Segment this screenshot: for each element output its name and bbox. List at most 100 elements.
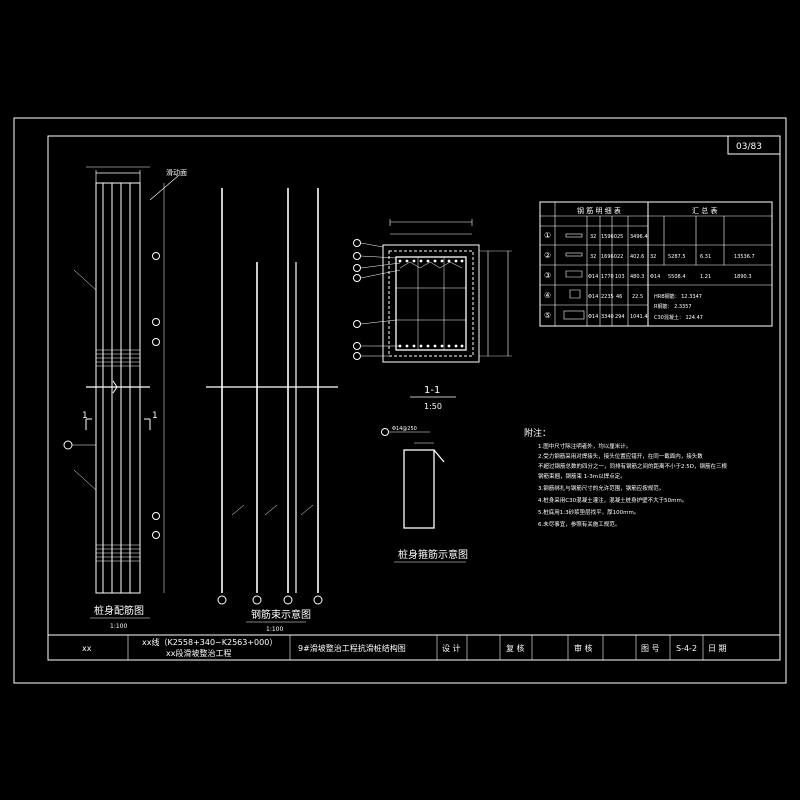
row-5-d: Φ14 bbox=[588, 314, 598, 320]
row-5-id: ⑤ bbox=[544, 311, 551, 320]
figure-label: 图 号 bbox=[641, 644, 660, 653]
section-callout-6 bbox=[353, 342, 361, 350]
note-3: 不超过钢筋总数的四分之一，同排有钢筋之间的距离不小于2.5D，钢筋在三根 bbox=[538, 462, 727, 470]
bar-callout-4 bbox=[152, 338, 160, 346]
date-label: 日 期 bbox=[708, 644, 727, 653]
stirrup-title: 桩身箍筋示意图 bbox=[398, 548, 468, 561]
note-5: 3.钢筋绑扎与钢筋尺寸的允许范围，钢筋应按规范。 bbox=[538, 484, 664, 492]
notes: 附注： 1.图中尺寸除注明者外，均以厘米计。 2.受力钢筋采用对焊接头，接头位置… bbox=[524, 427, 727, 528]
row-4-id: ④ bbox=[544, 291, 551, 300]
bars-title: 钢筋束示意图 bbox=[251, 608, 311, 621]
summary-table-title: 汇 总 表 bbox=[692, 206, 717, 215]
note-2: 2.受力钢筋采用对焊接头，接头位置应错开，在同一截面内，接头数 bbox=[538, 452, 703, 460]
section-1-1-view: 1-1 1:50 bbox=[353, 219, 512, 411]
bar-callout-5 bbox=[152, 512, 160, 520]
checker-label: 复 核 bbox=[506, 643, 525, 653]
row-2-len: 16960 bbox=[601, 254, 617, 260]
company-name: xx bbox=[82, 644, 92, 653]
rebar-table-title: 钢 筋 明 细 表 bbox=[577, 206, 621, 215]
row-4-d: Φ14 bbox=[588, 294, 598, 300]
bundle-callout-2 bbox=[252, 595, 262, 605]
sheet-number-box bbox=[727, 135, 781, 155]
section-callout-1 bbox=[353, 239, 361, 247]
section-title: 1-1 bbox=[424, 385, 440, 396]
project-line-2: xx段滑坡整治工程 bbox=[166, 648, 231, 658]
summary-note-3: C30混凝土： 124.47 bbox=[654, 314, 703, 321]
section-callout-4 bbox=[353, 274, 361, 282]
section-callout-3 bbox=[353, 264, 361, 272]
row-3-len: 1770 bbox=[601, 274, 614, 280]
sheet-number: 03/83 bbox=[736, 142, 762, 152]
bundle-callout-3 bbox=[283, 595, 293, 605]
row-2-n: 22 bbox=[617, 254, 623, 260]
row-3-d: Φ14 bbox=[588, 274, 598, 280]
elevation-title: 桩身配筋图 bbox=[94, 604, 144, 617]
stirrup-cluster-upper bbox=[96, 349, 140, 367]
bar-callout-3 bbox=[152, 318, 160, 326]
designer-label: 设 计 bbox=[442, 643, 461, 653]
summary-row-2-c: 1.21 bbox=[700, 274, 711, 280]
stirrup-detail-view: Φ14@250 桩身箍筋示意图 bbox=[381, 426, 468, 563]
project-line-1: xx线（K2558+340~K2563+000） bbox=[142, 637, 277, 647]
stirrup-bar-note: Φ14@250 bbox=[392, 426, 417, 432]
bundle-callout-1 bbox=[217, 595, 227, 605]
rebar-table: 钢 筋 明 细 表 ① 32 15960 25 3496.4 ② 32 1696… bbox=[539, 201, 649, 327]
row-3-id: ③ bbox=[544, 271, 551, 280]
stirrup-cluster-lower bbox=[96, 544, 140, 562]
row-4-n: 46 bbox=[616, 294, 622, 300]
row-2-d: 32 bbox=[590, 254, 596, 260]
summary-row-1-d: 13536.7 bbox=[734, 254, 755, 260]
row-1-total: 3496.4 bbox=[630, 234, 648, 240]
row-3-n: 103 bbox=[615, 274, 625, 280]
section-rebar-dots bbox=[398, 259, 464, 348]
row-4-total: 22.5 bbox=[632, 294, 643, 300]
bundle-callout-4 bbox=[313, 595, 323, 605]
row-5-total: 1041.4 bbox=[630, 314, 648, 320]
section-scale: 1:50 bbox=[424, 402, 442, 411]
summary-row-1-b: 5287.5 bbox=[668, 254, 686, 260]
row-4-len: 2235 bbox=[601, 294, 614, 300]
note-7: 5.桩底用1:3砂浆垫层找平，厚100mm。 bbox=[538, 508, 639, 516]
outer-frame bbox=[13, 117, 787, 684]
elevation-scale: 1:100 bbox=[110, 623, 127, 630]
section-callout-5 bbox=[353, 320, 361, 328]
inner-border bbox=[47, 135, 781, 661]
summary-row-1-a: 32 bbox=[650, 254, 656, 260]
drawing-title: 9#滑坡整治工程抗滑桩结构图 bbox=[298, 643, 406, 653]
ground-label: 滑动面 bbox=[166, 168, 187, 177]
note-8: 6.未尽事宜，参照有关施工规范。 bbox=[538, 520, 620, 528]
pile-elevation-view: 滑动面 1 1 桩身配筋图 1:100 bbox=[63, 166, 187, 630]
title-block: xx xx线（K2558+340~K2563+000） xx段滑坡整治工程 9#… bbox=[48, 634, 780, 660]
summary-note-1: HRB钢筋： 12.3347 bbox=[654, 293, 702, 300]
bars-scale: 1:100 bbox=[266, 626, 283, 633]
row-2-id: ② bbox=[544, 251, 551, 260]
notes-title: 附注： bbox=[524, 427, 551, 439]
summary-row-1-c: 6.31 bbox=[700, 254, 711, 260]
summary-table: 汇 总 表 32 5287.5 6.31 13536.7 Φ14 5508.4 … bbox=[647, 201, 773, 327]
figure-number: S-4-2 bbox=[676, 644, 697, 653]
rebar-bundle-view: 钢筋束示意图 1:100 bbox=[206, 188, 338, 633]
row-1-n: 25 bbox=[617, 234, 623, 240]
row-3-total: 480.3 bbox=[630, 274, 644, 280]
row-1-id: ① bbox=[544, 231, 551, 240]
stirrup-callout bbox=[381, 428, 389, 436]
note-1: 1.图中尺寸除注明者外，均以厘米计。 bbox=[538, 442, 631, 450]
section-marker-left: 1 bbox=[82, 411, 88, 421]
row-1-d: 32 bbox=[590, 234, 596, 240]
bar-callout-2 bbox=[152, 252, 160, 260]
row-5-n: 294 bbox=[615, 314, 625, 320]
section-callout-2 bbox=[353, 252, 361, 260]
row-5-len: 3340 bbox=[601, 314, 614, 320]
summary-row-2-b: 5508.4 bbox=[668, 274, 686, 280]
reviewer-label: 审 核 bbox=[574, 643, 593, 653]
note-4: 钢筋束捆，钢筋束 1-3m以焊点定。 bbox=[538, 472, 626, 480]
bar-callout-6 bbox=[152, 531, 160, 539]
section-callout-7 bbox=[353, 352, 361, 360]
bar-callout-1 bbox=[63, 440, 73, 450]
row-1-len: 15960 bbox=[601, 234, 617, 240]
summary-row-2-a: Φ14 bbox=[650, 274, 660, 280]
summary-row-2-d: 1890.3 bbox=[734, 274, 752, 280]
row-2-total: 402.6 bbox=[630, 254, 644, 260]
section-marker-right: 1 bbox=[152, 411, 158, 421]
